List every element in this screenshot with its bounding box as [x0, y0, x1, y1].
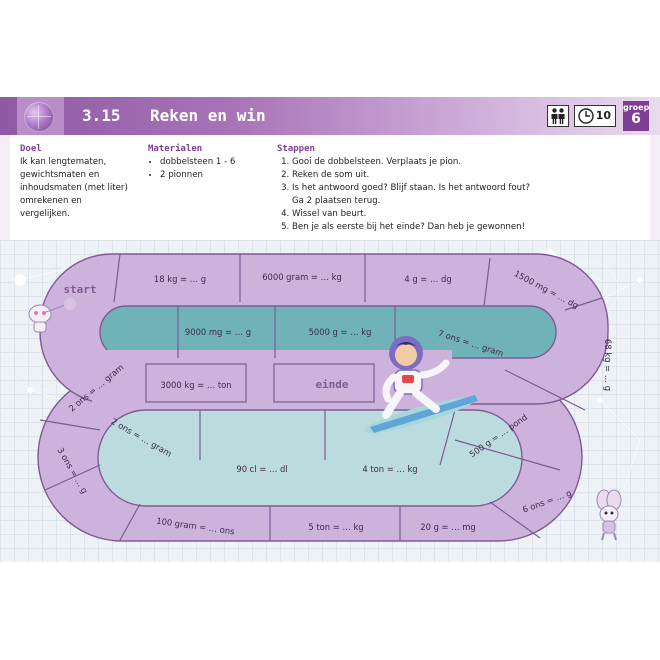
- stappen-column: Stappen Gooi de dobbelsteen. Verplaats j…: [277, 143, 647, 234]
- square-label: 18 kg = … g: [154, 274, 206, 284]
- track: [37, 253, 609, 542]
- stappen-step: Reken de som uit.: [292, 169, 647, 182]
- stappen-step-continuation: Ga 2 plaatsen terug.: [292, 196, 381, 206]
- sphere-icon: [24, 102, 54, 132]
- materialen-item: dobbelsteen 1 - 6: [160, 156, 268, 169]
- groep-number: 6: [631, 111, 641, 127]
- square-label: 6000 gram = … kg: [262, 272, 342, 282]
- small-robot-icon: [28, 298, 76, 333]
- stappen-step: Ben je als eerste bij het einde? Dan heb…: [292, 221, 647, 234]
- doel-line: vergelijken.: [20, 209, 70, 219]
- timer-badge: 10: [574, 105, 616, 127]
- doel-line: inhoudsmaten (met liter): [20, 183, 128, 193]
- game-board: 18 kg = … g 6000 gram = … kg 4 g = … dg …: [0, 240, 660, 562]
- track-dividers: [39, 253, 603, 541]
- stappen-step: Gooi de dobbelsteen. Verplaats je pion.: [292, 156, 647, 169]
- stappen-step-text: Is het antwoord goed? Blijf staan. Is he…: [292, 183, 531, 193]
- stappen-step: Is het antwoord goed? Blijf staan. Is he…: [292, 182, 647, 208]
- header-bar: 3.15 Reken en win 10 groep 6: [0, 97, 660, 135]
- square-label: 5000 g = … kg: [309, 327, 372, 337]
- materialen-item: 2 pionnen: [160, 169, 268, 182]
- square-label: 3000 kg = … ton: [160, 380, 231, 390]
- doel-line: Ik kan lengtematen,: [20, 157, 107, 167]
- stappen-heading: Stappen: [277, 144, 315, 154]
- square-label: 5 ton = … kg: [308, 522, 363, 532]
- end-label: einde: [315, 378, 348, 391]
- doel-line: omrekenen en: [20, 196, 82, 206]
- lesson-orb-box: [17, 97, 64, 135]
- groep-badge: groep 6: [623, 101, 649, 131]
- mouse-character-icon: [596, 489, 622, 541]
- square-label: 90 cl = … dl: [236, 464, 287, 474]
- doel-column: Doel Ik kan lengtematen, gewichtsmaten e…: [20, 143, 140, 221]
- astronaut-robot-icon: [364, 336, 478, 433]
- people-icon: [547, 105, 569, 127]
- worksheet: 3.15 Reken en win 10 groep 6 Doel: [0, 97, 660, 562]
- materialen-column: Materialen dobbelsteen 1 - 6 2 pionnen: [148, 143, 268, 182]
- instruction-panel: Doel Ik kan lengtematen, gewichtsmaten e…: [0, 135, 660, 240]
- square-label: 9000 mg = … g: [185, 327, 251, 337]
- doel-line: gewichtsmaten en: [20, 170, 100, 180]
- groep-label: groep: [623, 103, 650, 112]
- board-svg: 18 kg = … g 6000 gram = … kg 4 g = … dg …: [9, 250, 643, 542]
- lesson-title: Reken en win: [150, 106, 266, 125]
- square-label: 68 kg = … g: [603, 339, 613, 391]
- doel-heading: Doel: [20, 144, 42, 154]
- lesson-number: 3.15: [82, 106, 121, 125]
- square-label: 4 ton = … kg: [362, 464, 417, 474]
- start-label: start: [63, 283, 96, 296]
- clock-icon: [578, 108, 594, 124]
- timer-minutes: 10: [595, 109, 611, 122]
- stappen-step: Wissel van beurt.: [292, 208, 647, 221]
- materialen-heading: Materialen: [148, 144, 203, 154]
- square-label: 4 g = … dg: [404, 274, 451, 284]
- square-label: 20 g = … mg: [420, 522, 476, 532]
